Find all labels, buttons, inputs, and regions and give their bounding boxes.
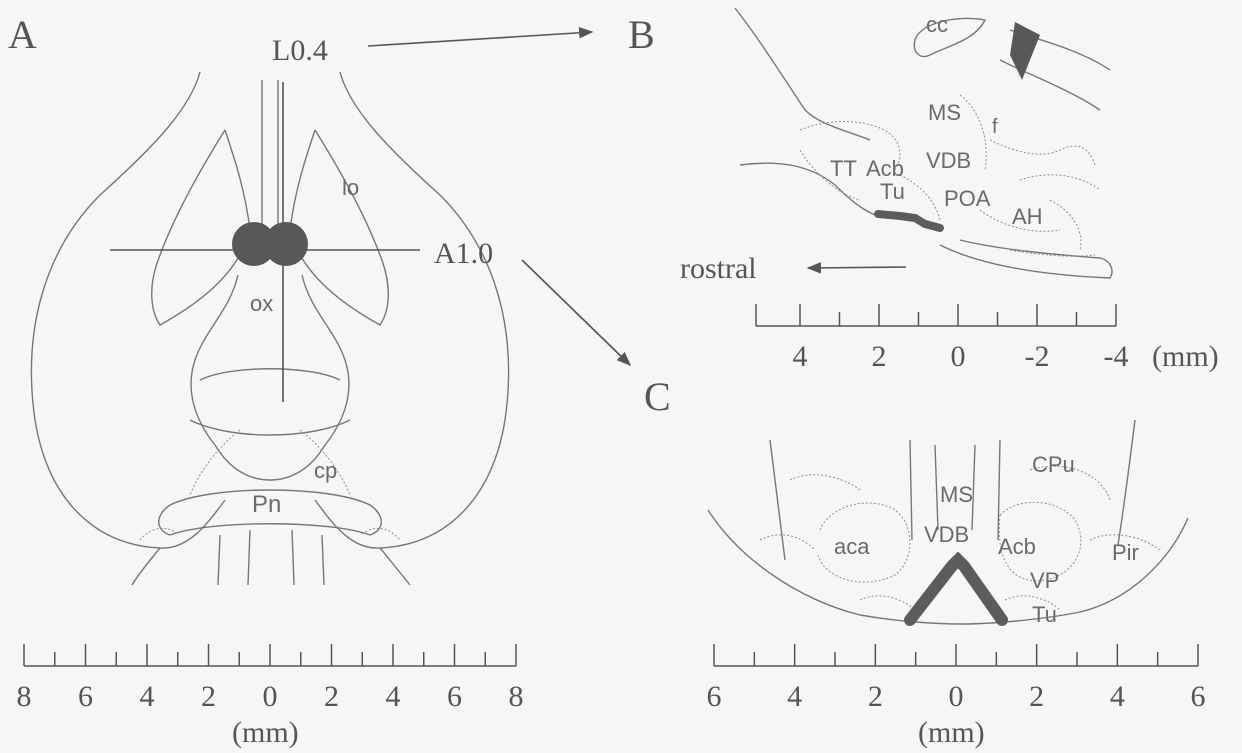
panel-a-scale-label: 6 <box>78 680 93 713</box>
region-label-cp: cp <box>314 458 337 483</box>
panel-c-scale-label: 6 <box>707 680 722 713</box>
panel-a-scale-label: 2 <box>324 680 339 713</box>
panel-c-scale-bar: 6 4 2 0 2 4 6 (mm) <box>707 644 1206 749</box>
panel-a-scale-label: 0 <box>263 680 278 713</box>
panel-c-scale-label: 2 <box>868 680 883 713</box>
panel-a-scale-label: 2 <box>201 680 216 713</box>
panel-a-lesion <box>232 222 308 266</box>
plane-label-coronal: A1.0 <box>434 237 493 270</box>
direction-label-rostral: rostral <box>680 252 757 285</box>
panel-b-region-label-vdb: VDB <box>926 148 971 173</box>
arrow-to-panel-c <box>522 260 630 365</box>
panel-c-region-label-vdb: VDB <box>924 522 969 547</box>
panel-b-scale-label: -4 <box>1104 340 1129 373</box>
panel-b-scale-label: 0 <box>951 340 966 373</box>
panel-b-scale-label: 2 <box>872 340 887 373</box>
panel-a-scale-unit: (mm) <box>232 716 299 749</box>
panel-c-scale-unit: (mm) <box>918 716 985 749</box>
panel-b-scale-unit: (mm) <box>1152 340 1219 373</box>
panel-b-scale-label: 4 <box>793 340 808 373</box>
arrow-to-panel-b <box>368 32 592 46</box>
region-label-cpu: CPu <box>1032 452 1075 477</box>
panel-b-scale-label: -2 <box>1025 340 1050 373</box>
panel-b-region-label-acb: Acb <box>866 156 904 181</box>
region-label-cc: cc <box>926 12 948 37</box>
panel-b: B cc MS f TT Acb VDB Tu POA AH rostral <box>628 8 1219 373</box>
panel-c-letter: C <box>644 374 671 419</box>
panel-a-scale-label: 4 <box>140 680 155 713</box>
panel-b-scale-bar: 4 2 0 -2 -4 (mm) <box>756 304 1219 373</box>
region-label-ox: ox <box>250 291 273 316</box>
panel-b-fiber-mark <box>1010 22 1040 80</box>
panel-c-scale-label: 4 <box>787 680 802 713</box>
panel-a-scale-label: 6 <box>447 680 462 713</box>
panel-c-region-label-tu: Tu <box>1032 602 1057 627</box>
panel-b-region-label-ms: MS <box>928 100 961 125</box>
region-label-tt: TT <box>830 156 857 181</box>
panel-b-section-outline <box>735 8 1112 278</box>
panel-c: C CPu MS VDB aca Acb Pir VP Tu 6 4 2 0 2 4 6 (… <box>644 374 1206 749</box>
region-label-lo: lo <box>342 175 359 200</box>
panel-b-lesion <box>878 214 940 228</box>
panel-a-letter: A <box>8 12 37 57</box>
panel-b-region-label-tu: Tu <box>880 179 905 204</box>
panel-a-scale-bar: 8 6 4 2 0 2 4 6 8 (mm) <box>17 644 524 749</box>
region-label-pir: Pir <box>1112 540 1139 565</box>
panel-b-letter: B <box>628 12 655 57</box>
panel-c-lesion <box>910 560 1002 620</box>
panel-c-region-label-ms: MS <box>940 482 973 507</box>
plane-label-sagittal: L0.4 <box>272 34 328 67</box>
region-label-poa: POA <box>944 186 991 211</box>
panel-a-scale-label: 4 <box>386 680 401 713</box>
panel-c-region-label-acb: Acb <box>998 534 1036 559</box>
panel-c-scale-label: 0 <box>949 680 964 713</box>
region-label-aca: aca <box>834 534 870 559</box>
panel-c-scale-label: 4 <box>1110 680 1125 713</box>
region-label-pn: Pn <box>252 491 281 518</box>
panel-a-scale-label: 8 <box>17 680 32 713</box>
region-label-ah: AH <box>1012 204 1043 229</box>
panel-c-scale-label: 6 <box>1191 680 1206 713</box>
panel-c-scale-label: 2 <box>1029 680 1044 713</box>
panel-a: A L0.4 A1.0 lo ox cp <box>8 12 630 749</box>
rostral-arrow <box>808 267 906 268</box>
panel-a-scale-label: 8 <box>509 680 524 713</box>
region-label-f: f <box>992 116 998 138</box>
region-label-vp: VP <box>1030 568 1059 593</box>
